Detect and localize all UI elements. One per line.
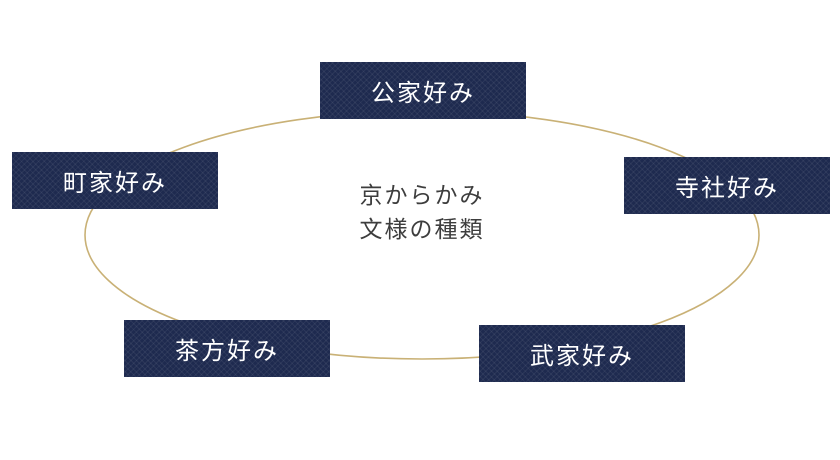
node-kuge-label: 公家好み: [371, 80, 475, 107]
diagram-title-line2: 文様の種類: [359, 216, 485, 242]
diagram-title: 京からかみ 文様の種類: [262, 178, 582, 246]
node-jisha-label: 寺社好み: [675, 175, 779, 202]
node-chakata-label: 茶方好み: [175, 338, 279, 365]
node-buke-label: 武家好み: [530, 343, 634, 370]
node-kuge-gonomi: 公家好み: [320, 62, 526, 119]
node-jisha-gonomi: 寺社好み: [624, 157, 830, 214]
node-machiya-label: 町家好み: [63, 170, 167, 197]
node-chakata-gonomi: 茶方好み: [124, 320, 330, 377]
diagram-title-line1: 京からかみ: [359, 182, 485, 208]
node-machiya-gonomi: 町家好み: [12, 152, 218, 209]
node-buke-gonomi: 武家好み: [479, 325, 685, 382]
